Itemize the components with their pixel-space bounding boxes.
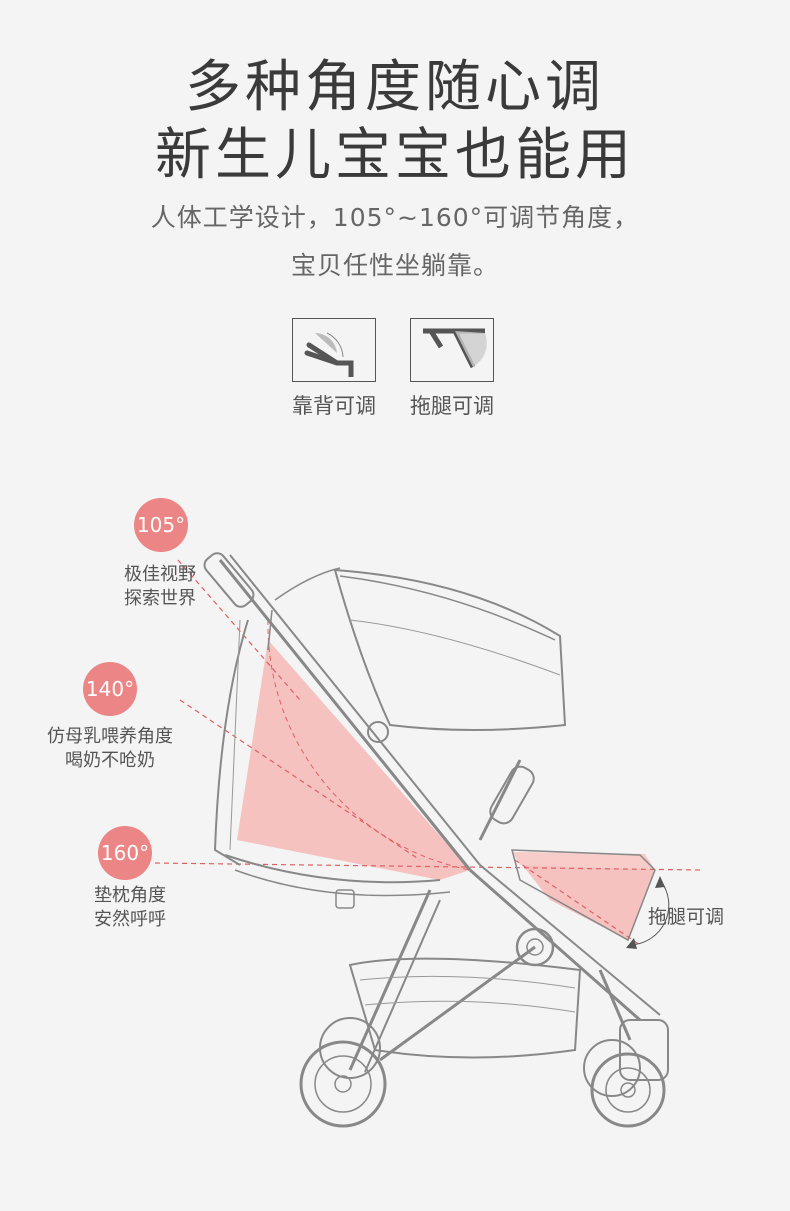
angle-note-160: 垫枕角度 安然呼呼 <box>75 884 185 932</box>
leg-rest-label: 拖腿可调 <box>648 906 725 928</box>
angle-note-140-line2: 喝奶不呛奶 <box>65 750 155 771</box>
angle-note-140-line1: 仿母乳喂养角度 <box>47 726 173 747</box>
angle-note-105-line1: 极佳视野 <box>124 564 196 585</box>
description-line-1: 人体工学设计，105°~160°可调节角度， <box>150 203 640 232</box>
backrest-label: 靠背可调 <box>292 394 376 418</box>
angle-badge-105: 105° <box>134 498 188 552</box>
angle-note-140: 仿母乳喂养角度 喝奶不呛奶 <box>30 725 190 773</box>
angle-note-105: 极佳视野 探索世界 <box>112 563 208 611</box>
angle-note-105-line2: 探索世界 <box>124 588 196 609</box>
stroller-illustration <box>154 552 701 1128</box>
angle-badge-160: 160° <box>98 826 152 880</box>
angle-note-160-line1: 垫枕角度 <box>94 885 166 906</box>
angle-badge-140: 140° <box>83 662 137 716</box>
angle-note-160-line2: 安然呼呼 <box>94 909 166 930</box>
legrest-label: 拖腿可调 <box>410 394 494 418</box>
legrest-adjust-icon <box>410 318 494 382</box>
headline-line-1: 多种角度随心调 <box>185 55 605 120</box>
description-line-2: 宝贝任性坐躺靠。 <box>290 251 499 280</box>
backrest-recline-icon <box>292 318 376 382</box>
headline-line-2: 新生儿宝宝也能用 <box>155 123 635 188</box>
